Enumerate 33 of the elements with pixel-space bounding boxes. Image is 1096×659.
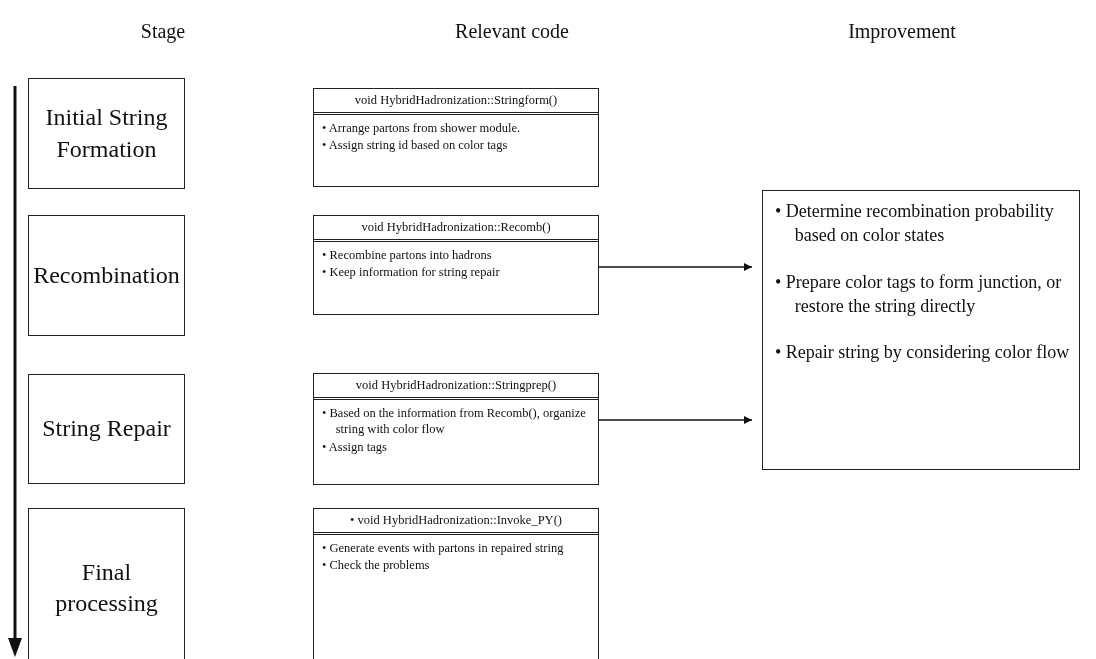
code-box [313,88,599,187]
stage-label: Initial String Formation [44,103,169,164]
stage-label: Recombination [33,260,180,290]
stage-label: String Repair [42,414,171,444]
bullet-item: • Generate events with partons in repaired string [322,540,565,557]
bullet-item: • Recombine partons into hadrons [322,247,493,264]
bullet-item: • Assign tags [322,438,388,455]
stage-box [28,508,185,659]
bullet-item: • Determine recombination probability based on color states [775,200,1055,248]
stage-box [28,374,185,484]
arrow [598,263,753,271]
bullet-item: • Based on the information from Recomb(), organize string with color flow [322,405,587,438]
bullet-item: • Assign string id based on color tags [322,137,509,154]
bullet-item: • Arrange partons from shower module. [322,120,522,137]
improvement-box [762,190,1080,470]
column-heading: Relevant code [455,20,569,43]
function-signature: • void HybridHadronization::Invoke_PY() [314,509,598,535]
function-signature: void HybridHadronization::Stringprep() [314,374,598,400]
column-heading: Improvement [848,20,956,43]
stage-box [28,215,185,336]
column-heading: Stage [140,20,186,43]
bullet-item: • Keep information for string repair [322,264,501,281]
arrow [598,416,753,424]
bullet-item: • Repair string by considering color flow [775,341,1071,365]
code-box [313,215,599,315]
function-signature: void HybridHadronization::Stringform() [314,89,598,115]
stage-box [28,78,185,189]
code-box [313,373,599,485]
bullet-item: • Prepare color tags to form junction, or restore the string directly [775,270,1063,318]
code-box [313,508,599,659]
stage-label: Final processing [54,557,159,618]
function-signature: void HybridHadronization::Recomb() [314,216,598,242]
bullet-item: • Check the problems [322,557,431,574]
